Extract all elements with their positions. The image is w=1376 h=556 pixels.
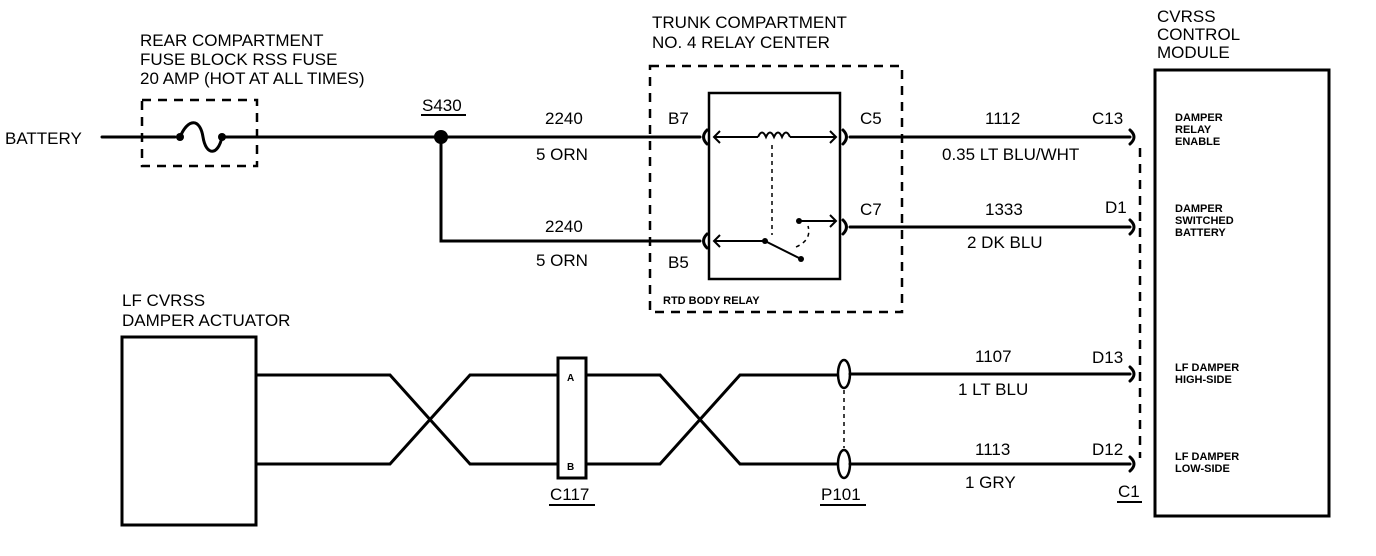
wire-c5-desc: 0.35 LT BLU/WHT — [942, 145, 1079, 164]
fuse-title-line3: 20 AMP (HOT AT ALL TIMES) — [140, 69, 365, 88]
harness-b-left — [254, 373, 560, 466]
relay-name: RTD BODY RELAY — [663, 295, 760, 307]
module-fn-damper-switched-battery: DAMPER SWITCHED BATTERY — [1175, 203, 1234, 239]
pin-b5: B5 — [668, 253, 689, 272]
damper-actuator-body — [120, 335, 258, 527]
fuse-title-line2: FUSE BLOCK RSS FUSE — [140, 50, 337, 69]
module-fn-damper-relay-enable: DAMPER RELAY ENABLE — [1175, 112, 1223, 148]
relay-center-title-line2: NO. 4 RELAY CENTER — [652, 33, 830, 52]
connector-c117-label: C117 — [550, 485, 589, 504]
connector-c117-pin-a: A — [567, 373, 574, 384]
svg-text:BATTERY: BATTERY — [1175, 227, 1226, 239]
module-title-line1: CVRSS — [1157, 7, 1216, 26]
module-fn-lf-damper-high-side: LF DAMPER HIGH-SIDE — [1175, 362, 1239, 386]
wire-d12-desc: 1 GRY — [965, 473, 1016, 492]
svg-text:HIGH-SIDE: HIGH-SIDE — [1175, 374, 1232, 386]
relay-switch — [712, 214, 838, 262]
harness-a-right — [584, 373, 840, 466]
fuse-block-outline — [140, 98, 259, 168]
wire-b7-desc: 5 ORN — [536, 145, 588, 164]
connector-c117-pin-b: B — [567, 462, 574, 473]
pin-b7: B7 — [668, 109, 689, 128]
splice-label: S430 — [422, 96, 462, 115]
wire-d12-circuit: 1113 — [975, 440, 1010, 459]
actuator-title-line2: DAMPER ACTUATOR — [122, 311, 290, 330]
relay-center-outline — [648, 64, 904, 314]
svg-text:ENABLE: ENABLE — [1175, 136, 1220, 148]
wire-b7-circuit: 2240 — [545, 109, 583, 128]
module-pin-d12: D12 — [1092, 440, 1123, 459]
module-title-line2: CONTROL — [1157, 25, 1240, 44]
harness-a-left — [254, 373, 560, 466]
relay-terminals — [702, 128, 848, 250]
relay-body — [707, 91, 842, 281]
fuse-title-line1: REAR COMPARTMENT — [140, 31, 324, 50]
relay-center-title-line1: TRUNK COMPARTMENT — [652, 13, 847, 32]
module-pin-c13: C13 — [1092, 109, 1123, 128]
module-title-line3: MODULE — [1157, 43, 1230, 62]
harness-b-right — [584, 373, 840, 466]
pin-c5: C5 — [860, 109, 882, 128]
actuator-title-line1: LF CVRSS — [122, 291, 205, 310]
module-pin-d13: D13 — [1092, 348, 1123, 367]
wire-c7-circuit: 1333 — [985, 200, 1023, 219]
relay-coil — [712, 130, 838, 235]
connector-c117 — [556, 356, 588, 480]
svg-text:LF DAMPER: LF DAMPER — [1175, 362, 1239, 374]
wire-d13-desc: 1 LT BLU — [958, 380, 1028, 399]
module-connector-c1: C1 — [1118, 482, 1140, 501]
wire-b5-desc: 5 ORN — [536, 251, 588, 270]
svg-text:DAMPER: DAMPER — [1175, 112, 1223, 124]
svg-text:LF DAMPER: LF DAMPER — [1175, 451, 1239, 463]
wire-c7-desc: 2 DK BLU — [967, 233, 1043, 252]
svg-text:RELAY: RELAY — [1175, 124, 1212, 136]
fuse-symbol — [140, 121, 260, 153]
wire-2240-b5 — [439, 135, 702, 243]
module-body — [1153, 68, 1331, 518]
svg-text:SWITCHED: SWITCHED — [1175, 215, 1234, 227]
svg-text:LOW-SIDE: LOW-SIDE — [1175, 463, 1230, 475]
passthrough-p101 — [836, 358, 852, 480]
module-terminals — [1128, 128, 1136, 473]
battery-label: BATTERY — [5, 129, 82, 148]
module-pin-d1: D1 — [1105, 198, 1127, 217]
wire-b5-circuit: 2240 — [545, 217, 583, 236]
wire-d13-circuit: 1107 — [975, 347, 1012, 366]
svg-text:DAMPER: DAMPER — [1175, 203, 1223, 215]
wire-c5-circuit: 1112 — [985, 109, 1020, 128]
passthrough-p101-label: P101 — [821, 485, 861, 504]
pin-c7: C7 — [860, 200, 882, 219]
module-fn-lf-damper-low-side: LF DAMPER LOW-SIDE — [1175, 451, 1239, 475]
